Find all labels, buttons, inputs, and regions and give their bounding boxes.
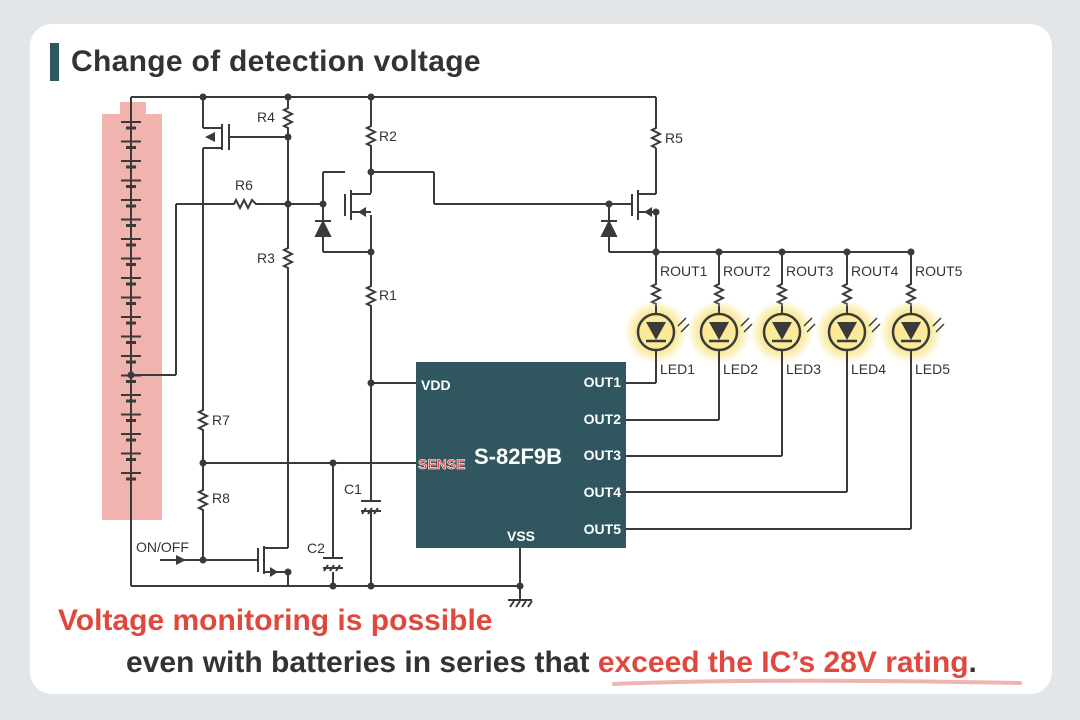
wires — [130, 96, 911, 600]
caption-line-2: even with batteries in series that excee… — [126, 646, 977, 680]
ic-body — [416, 362, 626, 548]
resistor-r3 — [281, 246, 295, 270]
junction-rout4 — [843, 248, 851, 256]
label-c2: C2 — [307, 540, 325, 556]
ic-pin-vss: VSS — [507, 528, 535, 544]
label-rout4: ROUT4 — [851, 263, 899, 279]
caption-end: . — [968, 646, 977, 679]
label-r8: R8 — [212, 490, 230, 506]
ic-pin-sense: SENSE — [418, 456, 465, 472]
label-led3: LED3 — [786, 361, 821, 377]
ic-part-number: S-82F9B — [474, 444, 562, 469]
junction-rout2 — [715, 248, 723, 256]
junctions — [127, 93, 660, 590]
resistors — [196, 106, 663, 512]
resistor-r7 — [196, 408, 210, 432]
resistor-r5 — [649, 126, 663, 149]
ic-pin-out5: OUT5 — [584, 521, 622, 537]
led-5-ray-b — [935, 323, 945, 333]
led-4-ray-a — [868, 317, 878, 327]
label-c1: C1 — [344, 481, 362, 497]
capacitors — [323, 500, 381, 572]
led-2-ray-b — [743, 323, 753, 333]
ic-pin-out1: OUT1 — [584, 374, 622, 390]
caption-highlight: exceed the IC’s 28V rating — [597, 646, 969, 679]
resistor-r8 — [196, 488, 210, 512]
ic-pin-out2: OUT2 — [584, 411, 622, 427]
battery-highlight-top — [120, 102, 146, 116]
ground-symbol — [508, 599, 533, 608]
arrow-nmos-q1 — [358, 207, 366, 217]
ic-pin-out3: OUT3 — [584, 447, 622, 463]
label-r6: R6 — [235, 177, 253, 193]
label-rout3: ROUT3 — [786, 263, 834, 279]
label-led4: LED4 — [851, 361, 886, 377]
caption-line-2-plain: even with batteries in series that — [126, 646, 598, 679]
label-r1: R1 — [379, 287, 397, 303]
card-panel — [30, 24, 1052, 694]
arrow-on-off-input — [176, 555, 186, 565]
label-led1: LED1 — [660, 361, 695, 377]
led-1-triangle — [646, 322, 666, 340]
diode-q2 — [600, 219, 618, 237]
led-2-ray-a — [740, 317, 750, 327]
diodes — [314, 219, 618, 237]
resistor-r2 — [364, 124, 378, 148]
label-r4: R4 — [257, 109, 275, 125]
label-rout1: ROUT1 — [660, 263, 708, 279]
label-r2: R2 — [379, 128, 397, 144]
arrow-pmos-left — [205, 132, 215, 142]
heading-accent-bar — [50, 43, 59, 81]
label-on-off: ON/OFF — [136, 539, 189, 555]
junction-rout5 — [907, 248, 915, 256]
led-3-ray-b — [806, 323, 816, 333]
ic-pin-vdd: VDD — [421, 377, 451, 393]
led-1-ray-b — [680, 323, 690, 333]
led-3-ray-a — [803, 317, 813, 327]
led-5-ray-a — [932, 317, 942, 327]
label-r5: R5 — [665, 130, 683, 146]
led-4-ray-b — [871, 323, 881, 333]
led-4-triangle — [837, 322, 857, 340]
arrow-on-off-mosfet — [270, 567, 278, 577]
resistor-r1 — [364, 284, 378, 308]
label-r7: R7 — [212, 412, 230, 428]
label-led2: LED2 — [723, 361, 758, 377]
ic-pin-out4: OUT4 — [584, 484, 622, 500]
diode-q1 — [314, 219, 332, 237]
label-rout2: ROUT2 — [723, 263, 771, 279]
heading: Change of detection voltage — [50, 42, 481, 82]
resistor-r6 — [232, 197, 258, 211]
resistor-r4 — [281, 106, 295, 130]
caption-line-1: Voltage monitoring is possible — [58, 604, 493, 637]
led-5-triangle — [901, 322, 921, 340]
label-r3: R3 — [257, 250, 275, 266]
junction-rout3 — [778, 248, 786, 256]
page-title: Change of detection voltage — [71, 45, 481, 78]
label-rout5: ROUT5 — [915, 263, 963, 279]
led-3-triangle — [772, 322, 792, 340]
caption-underline — [612, 678, 1022, 686]
mosfet-arrows — [176, 132, 652, 577]
led-1-ray-a — [677, 317, 687, 327]
arrow-nmos-q2 — [644, 207, 652, 217]
label-led5: LED5 — [915, 361, 950, 377]
led-2-triangle — [709, 322, 729, 340]
